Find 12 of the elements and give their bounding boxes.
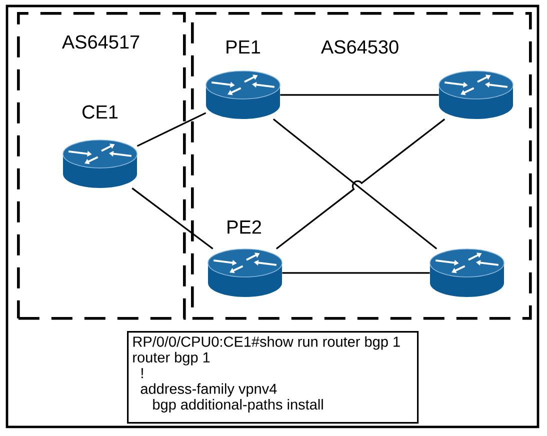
region-label: AS64530 xyxy=(320,40,398,54)
router-label: PE2 xyxy=(228,220,261,234)
region-label: AS64517 xyxy=(62,35,140,49)
router-label: CE1 xyxy=(82,105,118,119)
connection-line xyxy=(280,94,439,96)
router-icon xyxy=(430,248,504,297)
router-label: PE1 xyxy=(226,40,260,54)
connection-line xyxy=(282,272,430,274)
router-icon xyxy=(438,70,514,119)
connection-line xyxy=(136,112,206,147)
connection-line xyxy=(132,188,214,250)
config-box: RP/0/0/CPU0:CE1#show run router bgp 1 router bgp 1 ! address-family vpnv4 bgp additional-paths install xyxy=(127,330,419,424)
